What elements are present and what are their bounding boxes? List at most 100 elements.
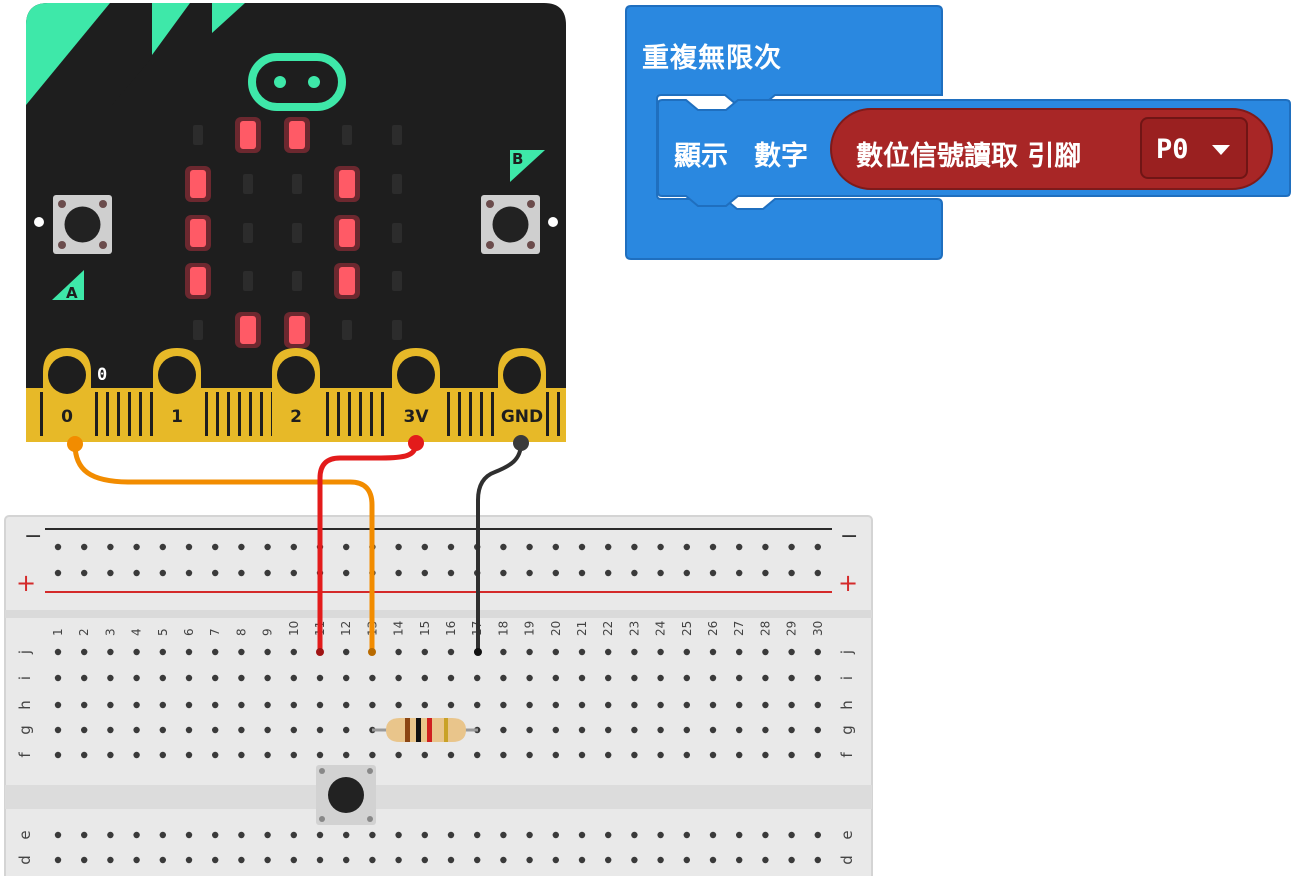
column-number: 3 — [103, 628, 117, 636]
row-letter: h — [16, 700, 34, 710]
microbit-board: A B 0 1 2 3V GND 0 — [26, 3, 566, 442]
rail-minus-left: − — [24, 524, 42, 549]
led-on — [240, 316, 256, 344]
led-off — [292, 271, 302, 291]
led-matrix — [185, 117, 402, 348]
button-a-label: A — [66, 284, 78, 302]
board-accent — [26, 3, 110, 105]
led-on — [339, 267, 355, 295]
column-number: 21 — [575, 621, 589, 636]
led-on — [339, 219, 355, 247]
column-number: 10 — [287, 621, 301, 636]
row-letter: e — [838, 830, 856, 839]
column-number: 1 — [51, 628, 65, 636]
push-button[interactable] — [316, 765, 376, 825]
pin-label: GND — [501, 407, 543, 427]
pin-dropdown[interactable] — [1140, 117, 1248, 179]
column-number: 22 — [601, 621, 615, 636]
column-number: 29 — [785, 621, 799, 636]
column-number: 7 — [208, 628, 222, 636]
row-letter: d — [16, 855, 34, 865]
column-number: 5 — [156, 628, 170, 636]
led-off — [392, 125, 402, 145]
led-on — [289, 121, 305, 149]
rail-plus-right: + — [838, 569, 858, 597]
column-number: 24 — [654, 621, 668, 636]
resistor[interactable] — [372, 718, 478, 742]
pin-label: 1 — [171, 407, 183, 427]
microbit-logo-icon[interactable] — [248, 53, 346, 111]
row-letter: h — [838, 700, 856, 710]
row-letter: g — [16, 725, 34, 735]
led-off — [243, 271, 253, 291]
rail-minus-right: − — [840, 524, 858, 549]
led-off — [342, 320, 352, 340]
led-off — [243, 174, 253, 194]
column-number: 14 — [392, 621, 406, 636]
pin-label: 2 — [290, 407, 302, 427]
wire-gnd — [476, 442, 523, 652]
column-number: 28 — [758, 621, 772, 636]
column-number: 19 — [523, 621, 537, 636]
pin-pad-2[interactable]: 2 — [272, 348, 320, 436]
led-on — [289, 316, 305, 344]
led-on — [190, 219, 206, 247]
row-letter: d — [838, 855, 856, 865]
led-off — [392, 223, 402, 243]
pin-label: 0 — [61, 407, 73, 427]
pin-pad-GND[interactable]: GND — [498, 348, 546, 436]
show-label: 顯示 — [674, 141, 728, 172]
pin-label: 3V — [404, 407, 430, 427]
row-letter: e — [16, 830, 34, 839]
column-number: 18 — [496, 621, 510, 636]
row-letter: j — [16, 650, 34, 655]
button-a-marker — [52, 270, 84, 300]
pin-dropdown-value: P0 — [1156, 134, 1189, 165]
pin0-reading: 0 — [97, 365, 107, 385]
row-letter: i — [16, 676, 34, 680]
led-off — [193, 125, 203, 145]
column-number: 4 — [130, 628, 144, 636]
row-letter: g — [838, 725, 856, 735]
column-number: 12 — [339, 621, 353, 636]
column-number: 30 — [811, 621, 825, 636]
led-on — [190, 170, 206, 198]
digital-read-label: 數位信號讀取 引腳 — [856, 141, 1082, 172]
column-number: 8 — [234, 628, 248, 636]
pin-pad-0[interactable]: 0 — [43, 348, 91, 436]
row-letter: i — [838, 676, 856, 680]
number-label: 數字 — [754, 141, 808, 172]
led-off — [342, 125, 352, 145]
column-number: 27 — [732, 621, 746, 636]
column-number: 9 — [261, 628, 275, 636]
column-number: 20 — [549, 621, 563, 636]
pin-pad-1[interactable]: 1 — [153, 348, 201, 436]
led-off — [292, 223, 302, 243]
button-b-label: B — [512, 150, 523, 168]
button-b-marker — [510, 150, 545, 182]
forever-loop-label: 重複無限次 — [642, 43, 782, 74]
led-off — [392, 271, 402, 291]
led-on — [339, 170, 355, 198]
led-off — [392, 320, 402, 340]
wire-3v — [317, 442, 419, 652]
column-number: 26 — [706, 621, 720, 636]
row-letter: f — [838, 752, 856, 758]
chevron-down-icon[interactable] — [1212, 145, 1230, 155]
row-letter: j — [838, 650, 856, 655]
wires — [67, 435, 529, 656]
wire-pin0 — [72, 443, 375, 652]
led-off — [243, 223, 253, 243]
led-off — [292, 174, 302, 194]
column-number: 6 — [182, 628, 196, 636]
rail-plus-left: + — [16, 569, 36, 597]
led-on — [190, 267, 206, 295]
pin-pad-3V[interactable]: 3V — [392, 348, 440, 436]
column-number: 23 — [627, 621, 641, 636]
led-off — [392, 174, 402, 194]
led-on — [240, 121, 256, 149]
